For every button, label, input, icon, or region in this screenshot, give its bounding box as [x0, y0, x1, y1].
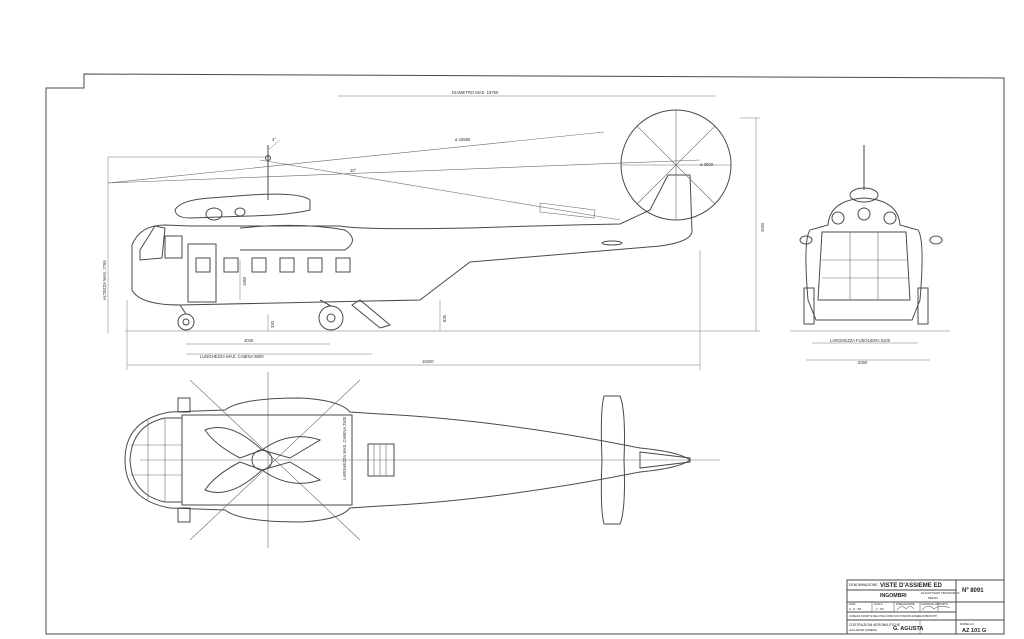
designation-label: DENOMINAZIONE — [849, 583, 878, 587]
dim-height-total: 4650 — [760, 222, 765, 232]
col-scale: SCALA — [874, 602, 883, 606]
dim-gear-track: 5300 — [858, 360, 868, 365]
dim-length-total: 16200 — [422, 359, 434, 364]
drawing-title-line2: INGOMBRI — [880, 593, 907, 599]
front-fuselage-outline — [805, 197, 923, 321]
company-name: G. AGUSTA — [893, 626, 923, 632]
side-view: DIAMETRO MAS. 19750 ø 15580 ø 3000 4° 10… — [102, 90, 765, 370]
dim-wheelbase: 4040 — [244, 338, 254, 343]
model-label: MODELLO — [960, 622, 975, 626]
company-place: GALLARATE (VARESE) — [849, 628, 877, 632]
drawing-title-line1: VISTE D'ASSIEME ED — [880, 583, 942, 589]
scale-value: 1 : 50 — [876, 607, 884, 611]
title-block: DENOMINAZIONE VISTE D'ASSIEME ED INGOMBR… — [846, 579, 1005, 635]
date-value: 4 - 6 - 58 — [849, 607, 861, 611]
model-value: AZ 101 G — [962, 628, 986, 634]
dim-cabin-width: LARGHEZZA MAS. CABINA 2500 — [342, 416, 347, 480]
angle-mast: 4° — [272, 137, 276, 142]
col-designer: DISEGNATORE — [896, 602, 915, 606]
dim-rotor-diameter: ø 15580 — [455, 137, 471, 142]
checker-signature — [921, 605, 951, 611]
col-checker: CONTROLLATO — [921, 602, 940, 606]
company-dept: COSTRUZIONI AERONAUTICHE — [849, 623, 901, 627]
subtitle-b: MEDIO — [928, 596, 939, 600]
front-view: LARGHEZZA FUSOLIERA 5100 5300 — [790, 145, 950, 365]
top-view: LARGHEZZA MAS. CABINA 2500 — [124, 372, 720, 548]
angle-blade: 10° — [350, 168, 357, 173]
dim-tail-rotor: ø 3000 — [700, 162, 714, 167]
dim-cabin-height: 1950 — [242, 276, 247, 286]
dim-cabin-length: LUNGHEZZA MAS. CABINA 5500 — [200, 354, 264, 359]
dim-ground-clearance: 330 — [270, 320, 275, 328]
col-visa: VISTO — [940, 602, 948, 606]
dim-fuselage-width: LARGHEZZA FUSOLIERA 5100 — [830, 338, 891, 343]
dim-rotor-diameter-max: DIAMETRO MAS. 19750 — [452, 90, 499, 95]
subtitle-a: ELICOTTERO TRASPORTO — [921, 591, 960, 595]
designer-signature — [896, 606, 915, 611]
col-date: DATA — [849, 602, 856, 606]
dim-height-label: ALTEZZA MAS. 2765 — [102, 260, 107, 300]
reproduction-note: I DISEGNI FORNITI E RELATIVE COPIE NON P… — [849, 615, 938, 618]
drawing-number: Nº 8091 — [962, 588, 984, 594]
dim-floor-height: 835 — [442, 314, 447, 322]
